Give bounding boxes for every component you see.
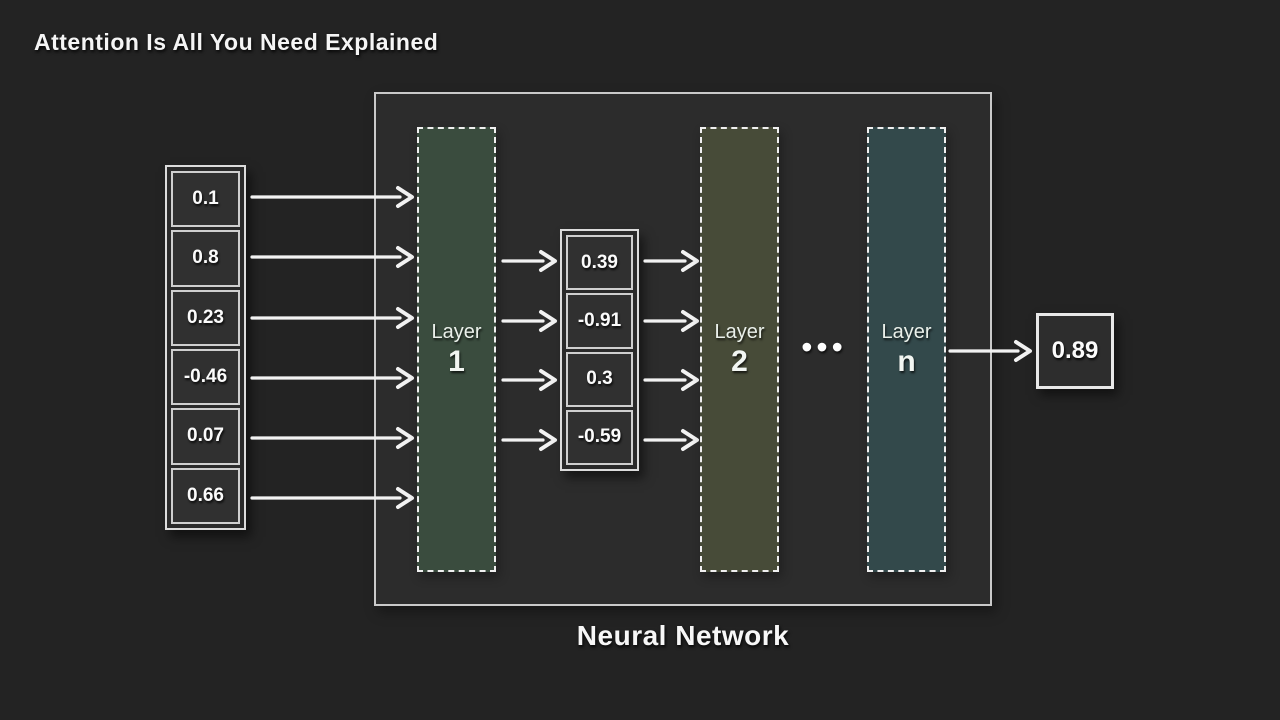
input-value-cell: 0.8 bbox=[171, 230, 240, 287]
arrow-right-icon bbox=[501, 369, 557, 391]
arrow-right-icon bbox=[250, 427, 414, 449]
layer-n-label: Layer bbox=[881, 321, 932, 343]
input-value-cell: 0.1 bbox=[171, 171, 240, 228]
layer-1-box: Layer 1 bbox=[417, 127, 496, 572]
hidden-value-cell: 0.39 bbox=[566, 235, 633, 291]
arrow-right-icon bbox=[501, 250, 557, 272]
output-value-box: 0.89 bbox=[1036, 313, 1114, 389]
arrow-right-icon bbox=[643, 310, 699, 332]
hidden-value-cell: 0.3 bbox=[566, 351, 633, 407]
hidden-vector-column: 0.39 -0.91 0.3 -0.59 bbox=[560, 229, 639, 471]
input-value-cell: 0.23 bbox=[171, 289, 240, 346]
input-vector-column: 0.1 0.8 0.23 -0.46 0.07 0.66 bbox=[165, 165, 246, 530]
layer-2-index: 2 bbox=[731, 345, 748, 378]
ellipsis-icon: ••• bbox=[801, 329, 847, 365]
hidden-value-cell: -0.91 bbox=[566, 293, 633, 349]
diagram-caption: Neural Network bbox=[576, 620, 790, 651]
hidden-value-cell: -0.59 bbox=[566, 409, 633, 465]
layer-n-index: n bbox=[897, 345, 916, 378]
layer-2-box: Layer 2 bbox=[700, 127, 779, 572]
arrow-right-icon bbox=[643, 250, 699, 272]
arrow-right-icon bbox=[948, 340, 1032, 362]
arrow-right-icon bbox=[501, 310, 557, 332]
input-value-cell: -0.46 bbox=[171, 348, 240, 406]
page-title: Attention Is All You Need Explained bbox=[34, 29, 439, 55]
arrow-right-icon bbox=[250, 246, 414, 268]
arrow-right-icon bbox=[250, 307, 414, 329]
arrow-right-icon bbox=[501, 429, 557, 451]
layer-1-label: Layer bbox=[431, 321, 482, 343]
layer-1-index: 1 bbox=[448, 345, 465, 378]
arrow-right-icon bbox=[643, 429, 699, 451]
arrow-right-icon bbox=[643, 369, 699, 391]
layer-2-label: Layer bbox=[714, 321, 765, 343]
layer-n-box: Layer n bbox=[867, 127, 946, 572]
input-value-cell: 0.07 bbox=[171, 408, 240, 465]
arrow-right-icon bbox=[250, 367, 414, 389]
input-value-cell: 0.66 bbox=[171, 467, 240, 524]
arrow-right-icon bbox=[250, 487, 414, 509]
arrow-right-icon bbox=[250, 186, 414, 208]
